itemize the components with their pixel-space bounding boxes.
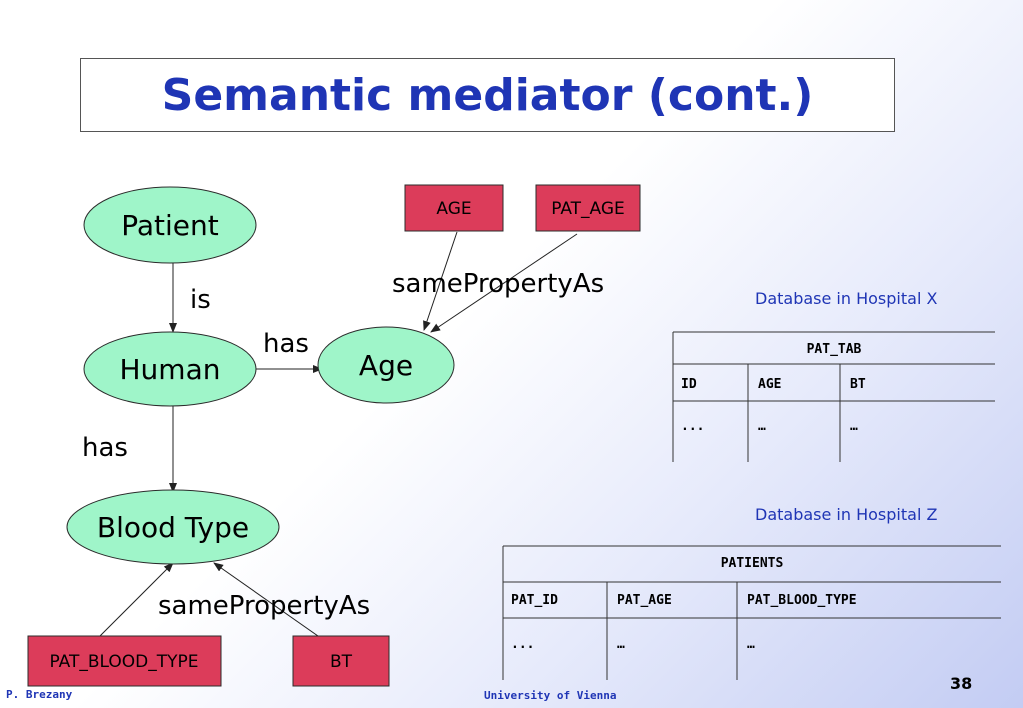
node-human-shape xyxy=(83,331,257,407)
column-age-label: AGE xyxy=(436,199,471,219)
node-age-label: Age xyxy=(359,349,413,382)
column-pat-blood-type-label: PAT_BLOOD_TYPE xyxy=(50,652,199,672)
column-pat-age-box xyxy=(535,184,641,232)
edge-bt-col-bloodtype xyxy=(213,562,319,637)
column-pat-blood-type-box xyxy=(27,635,222,687)
tbl-z-cell-pat-blood-type: … xyxy=(747,637,755,652)
tbl-z-cell-pat-age: … xyxy=(617,637,625,652)
tbl-x-name: PAT_TAB xyxy=(807,342,862,357)
tbl-z-header-pat-id: PAT_ID xyxy=(511,593,558,608)
node-patient: Patient xyxy=(83,186,257,264)
page-number: 38 xyxy=(950,674,973,693)
footer-university: University of Vienna xyxy=(484,689,617,702)
db-x-caption: Database in Hospital X xyxy=(755,289,938,308)
node-age: Age xyxy=(317,326,455,404)
node-patient-label: Patient xyxy=(121,209,219,242)
edge-label-same-property-top: samePropertyAs xyxy=(392,269,604,299)
node-age-shape xyxy=(317,326,455,404)
tbl-x-header-bt: BT xyxy=(850,377,866,392)
column-pat-age-label: PAT_AGE xyxy=(551,199,625,219)
edge-patage-col-age xyxy=(430,233,578,333)
column-pat-age: PAT_AGE xyxy=(535,184,641,232)
edge-age-col-age xyxy=(423,231,458,331)
edge-label-is: is xyxy=(190,285,211,315)
edge-label-has-age: has xyxy=(263,329,309,359)
column-age: AGE xyxy=(404,184,504,232)
edge-label-same-property-bottom: samePropertyAs xyxy=(158,591,370,621)
node-patient-shape xyxy=(83,186,257,264)
edge-label-has-blood: has xyxy=(82,433,128,463)
column-pat-blood-type: PAT_BLOOD_TYPE xyxy=(27,635,222,687)
slide-title: Semantic mediator (cont.) xyxy=(161,69,814,121)
tbl-x-header-age: AGE xyxy=(758,377,781,392)
title-box: Semantic mediator (cont.) xyxy=(80,58,895,132)
tbl-x-cell-age: … xyxy=(758,419,766,434)
column-bt: BT xyxy=(292,635,390,687)
node-blood-type: Blood Type xyxy=(66,489,280,565)
node-blood-type-label: Blood Type xyxy=(97,511,249,544)
tbl-z-name: PATIENTS xyxy=(721,556,784,571)
column-bt-box xyxy=(292,635,390,687)
table-hospital-x: PAT_TAB ID AGE BT ... … … xyxy=(672,331,995,462)
edge-patbloodtype-col-bloodtype xyxy=(99,562,174,637)
tbl-x-header-id: ID xyxy=(681,377,697,392)
tbl-x-cell-id: ... xyxy=(681,419,704,434)
tbl-z-header-pat-age: PAT_AGE xyxy=(617,593,672,608)
tbl-z-cell-pat-id: ... xyxy=(511,637,534,652)
column-bt-label: BT xyxy=(330,652,353,672)
node-human: Human xyxy=(83,331,257,407)
tbl-x-cell-bt: … xyxy=(850,419,858,434)
column-age-box xyxy=(404,184,504,232)
node-human-label: Human xyxy=(120,353,221,386)
footer-author: P. Brezany xyxy=(6,688,73,701)
table-hospital-z: PATIENTS PAT_ID PAT_AGE PAT_BLOOD_TYPE .… xyxy=(502,545,1001,680)
node-blood-type-shape xyxy=(66,489,280,565)
tbl-z-header-pat-blood-type: PAT_BLOOD_TYPE xyxy=(747,593,857,608)
db-z-caption: Database in Hospital Z xyxy=(755,505,938,524)
